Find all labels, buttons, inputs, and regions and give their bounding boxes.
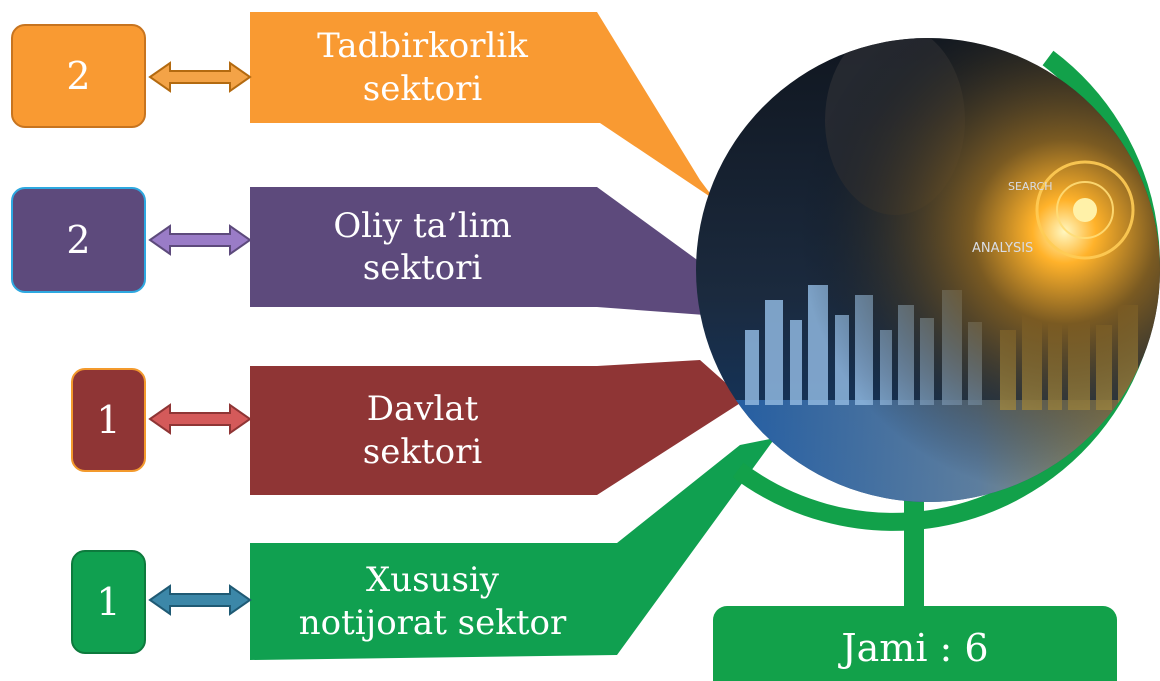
magnifier-stem [904,495,924,613]
count-value: 1 [96,398,121,442]
count-box-xususiy: 1 [71,550,146,654]
count-box-davlat: 1 [71,368,146,472]
wedge-xususiy [250,438,775,660]
wedge-tadbirkorlik [250,12,715,200]
count-value: 2 [66,54,91,98]
wedge-davlat [250,360,745,495]
overlay-search-text: SEARCH [1008,180,1053,193]
total-label: Jami : 6 [841,626,989,670]
sector-label-oliy-talim: Oliy ta’lim sektori [333,205,512,289]
count-box-tadbirkorlik: 2 [11,24,146,128]
arrow-4-icon [148,584,252,616]
overlay-analysis-text: ANALYSIS [972,241,1033,256]
arrow-3-icon [148,403,252,435]
wedge-oliy-talim [250,187,705,315]
sector-label-davlat: Davlat sektori [362,389,483,472]
sector-label-tadbirkorlik: Tadbirkorlik sektori [317,26,528,109]
total-box: Jami : 6 [713,606,1117,681]
arrow-1-icon [148,61,252,93]
count-value: 1 [96,580,121,624]
arrow-2-icon [148,224,252,256]
sector-label-xususiy: Xususiy notijorat sektor [298,560,567,643]
count-value: 2 [66,218,91,262]
count-box-oliy-talim: 2 [11,187,146,293]
